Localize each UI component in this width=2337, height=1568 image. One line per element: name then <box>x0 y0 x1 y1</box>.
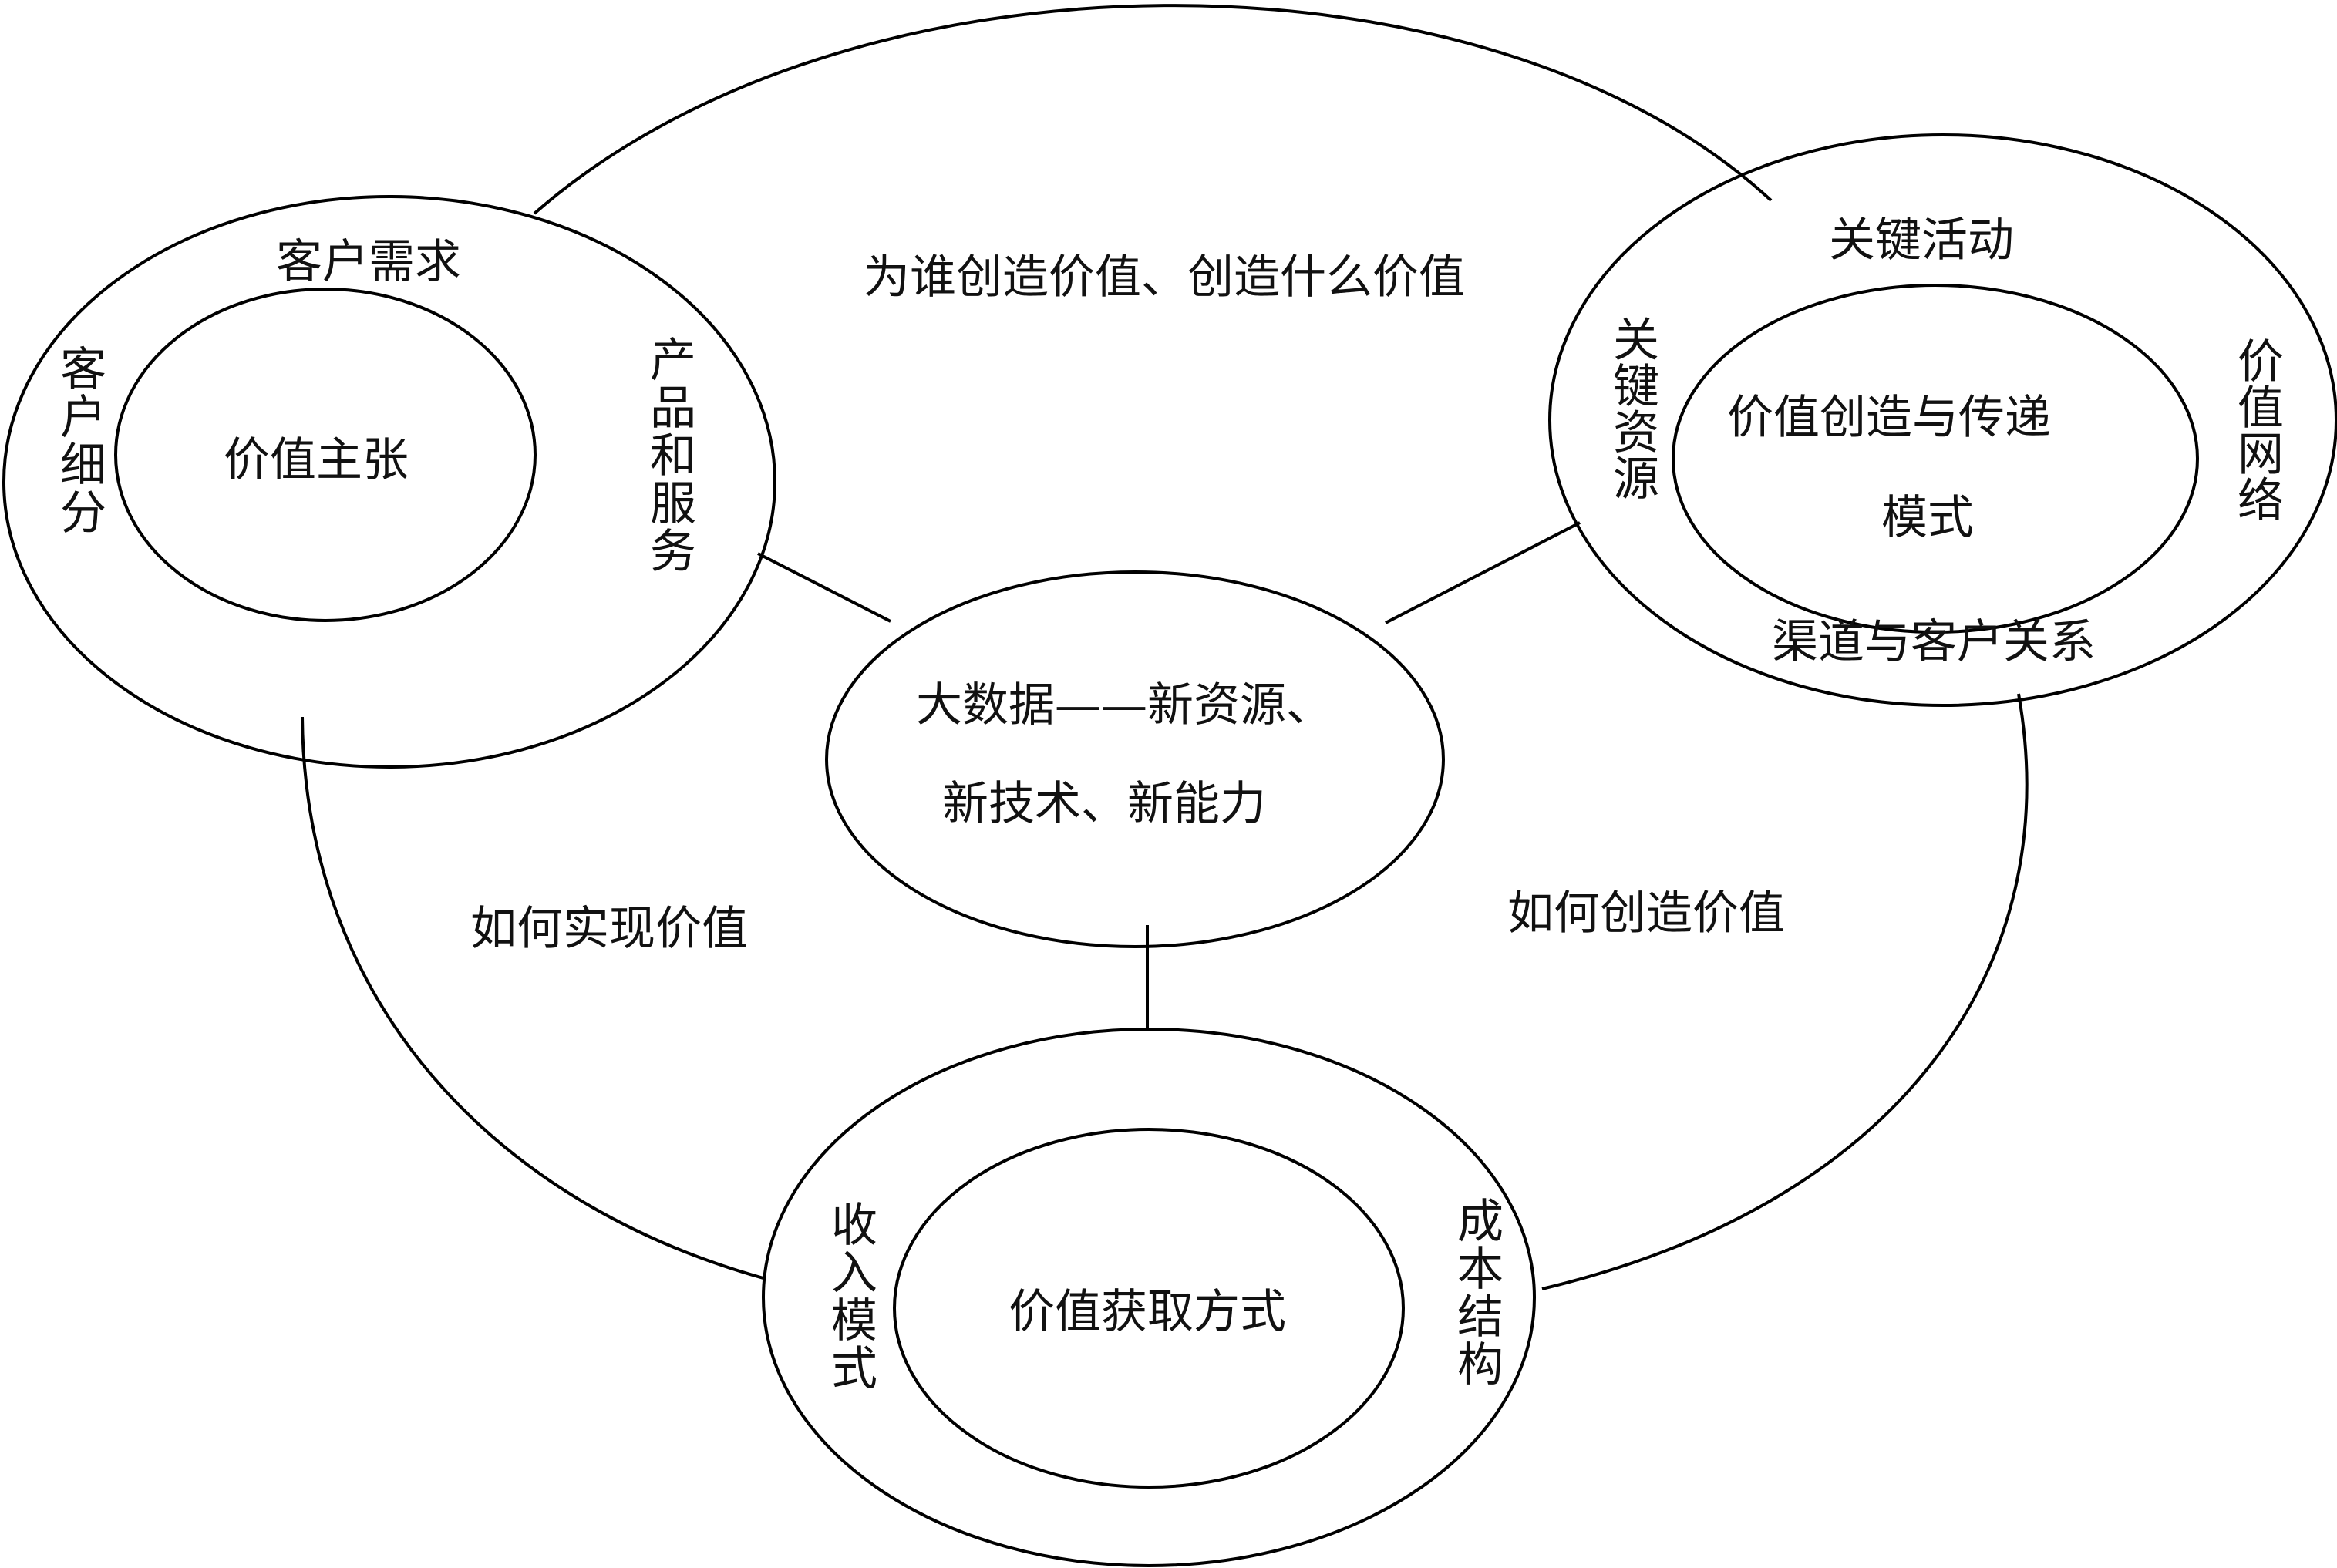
label-customer-segments: 客户细分 <box>60 343 106 540</box>
svg-text:产品和服务: 产品和服务 <box>650 334 696 579</box>
left-outer-ellipse <box>2 195 776 769</box>
label-how-create: 如何创造价值 <box>1507 887 1785 940</box>
label-value-capture: 价值获取方式 <box>1009 1285 1286 1339</box>
label-channels: 渠道与客户关系 <box>1772 615 2096 669</box>
label-key-resources: 关键资源 <box>1613 314 1659 506</box>
label-customer-needs: 客户需求 <box>276 235 461 289</box>
right-inner-ellipse <box>1672 284 2199 634</box>
label-key-activities: 关键活动 <box>1829 214 2014 268</box>
right-outer-ellipse <box>1548 133 2337 707</box>
outer-arc-left <box>301 716 764 1280</box>
label-value-network: 价值网络 <box>2238 335 2284 528</box>
connector-left <box>757 552 891 623</box>
left-inner-ellipse <box>114 288 537 622</box>
connector-right <box>1385 521 1581 624</box>
svg-text:成本结构: 成本结构 <box>1457 1195 1504 1392</box>
label-value-creation-line1: 价值创造与传递 <box>1727 391 2051 445</box>
label-big-data-line1: 大数据——新资源、 <box>916 678 1332 732</box>
label-value-proposition: 价值主张 <box>224 433 409 487</box>
label-how-realize: 如何实现价值 <box>470 902 748 956</box>
outer-arc-right <box>1541 693 2029 1290</box>
label-revenue-model: 收入模式 <box>831 1199 877 1396</box>
bottom-outer-ellipse <box>762 1028 1536 1567</box>
label-products-services: 产品和服务 <box>650 334 696 579</box>
svg-text:价值网络: 价值网络 <box>2238 335 2284 528</box>
label-big-data-line2: 新技术、新能力 <box>942 777 1266 831</box>
center-ellipse <box>825 570 1445 948</box>
outer-arc-top <box>533 4 1773 215</box>
bottom-inner-ellipse <box>893 1128 1405 1489</box>
svg-text:关键资源: 关键资源 <box>1613 314 1659 506</box>
label-why: 为谁创造价值、创造什么价值 <box>864 251 1465 305</box>
svg-text:客户细分: 客户细分 <box>60 343 106 540</box>
svg-text:收入模式: 收入模式 <box>831 1199 877 1396</box>
label-cost-structure: 成本结构 <box>1457 1195 1504 1392</box>
label-value-creation-line2: 模式 <box>1881 491 1974 545</box>
